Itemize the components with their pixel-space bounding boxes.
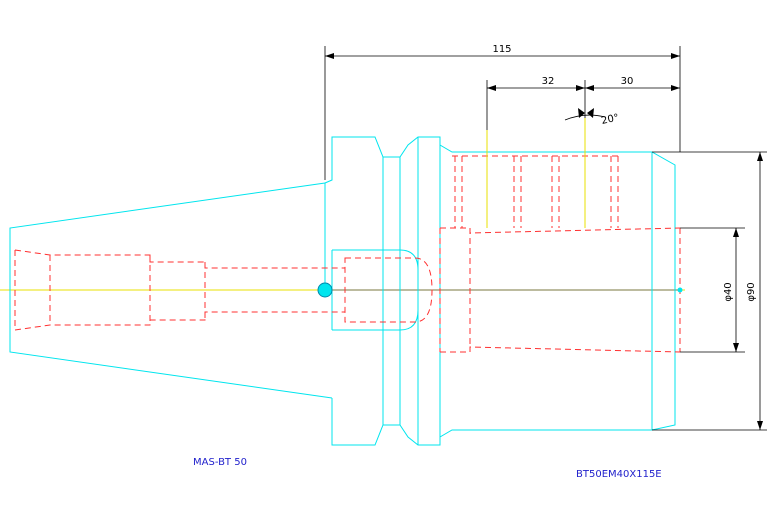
dimension-text-angle: 20° bbox=[600, 112, 620, 126]
dimension-b: 30 bbox=[585, 76, 680, 91]
label-left-part: MAS-BT 50 bbox=[193, 457, 247, 468]
dimension-text-30: 30 bbox=[621, 76, 634, 87]
hidden-features bbox=[14, 155, 681, 353]
origin-marker bbox=[317, 282, 333, 298]
dimension-overall-length: 115 bbox=[324, 44, 681, 180]
dimension-text-32: 32 bbox=[542, 76, 555, 87]
flange-body bbox=[324, 136, 676, 446]
dimension-text-phi40: φ40 bbox=[723, 282, 734, 301]
dimension-text-115: 115 bbox=[492, 44, 511, 55]
taper-shank bbox=[9, 182, 333, 399]
label-right-part: BT50EM40X115E bbox=[576, 469, 662, 480]
dimension-text-phi90: φ90 bbox=[746, 282, 757, 301]
dimension-a: 32 bbox=[486, 76, 586, 130]
dimension-angle: 20° bbox=[564, 108, 620, 127]
dimension-outer-diameter: φ90 bbox=[652, 151, 767, 431]
dimension-bore-diameter: φ40 bbox=[680, 227, 745, 353]
